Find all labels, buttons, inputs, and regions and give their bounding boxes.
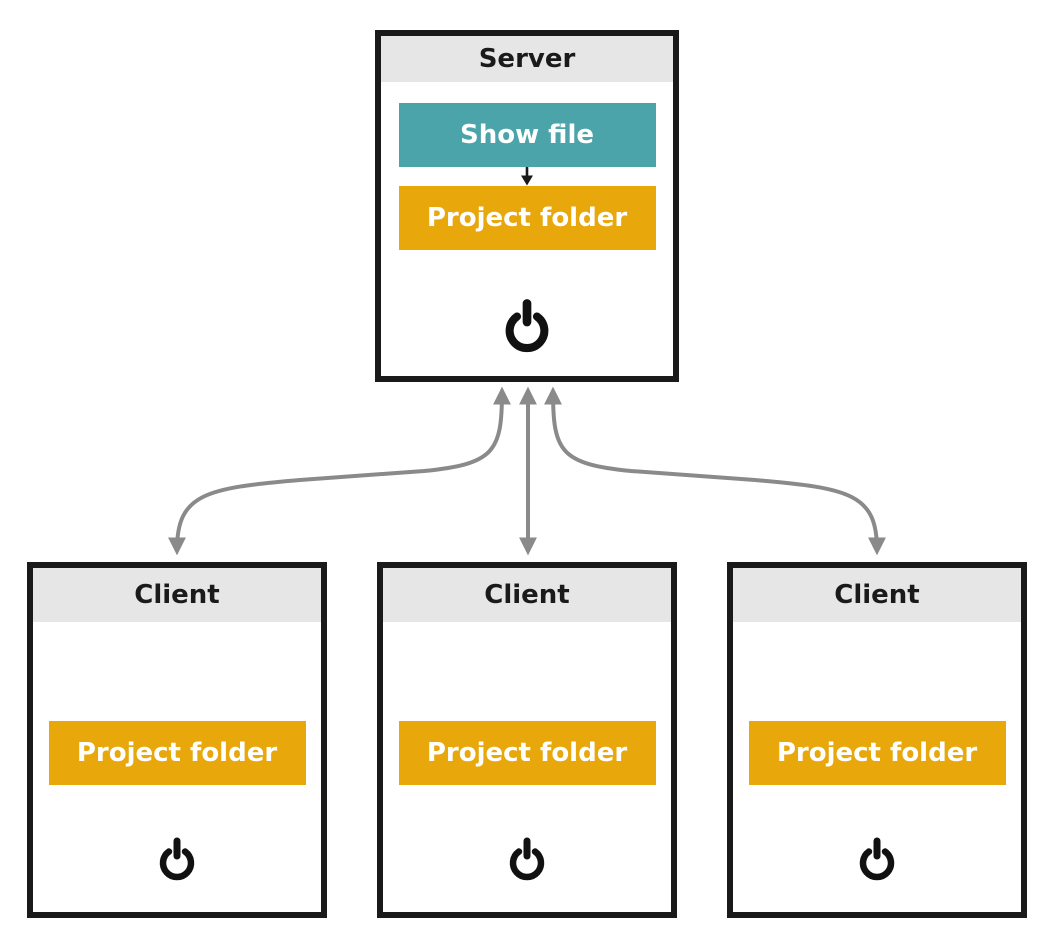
power-icon (859, 837, 895, 881)
client-1-header: Client (33, 568, 321, 622)
power-icon (509, 837, 545, 881)
client-3-title: Client (834, 580, 920, 610)
server-header: Server (381, 36, 673, 82)
client-2-project-folder-box: Project folder (398, 721, 656, 785)
server-project-folder-label: Project folder (426, 203, 628, 233)
client-1-project-folder-label: Project folder (76, 738, 278, 768)
client-node-3: Client Project folder (727, 562, 1027, 918)
power-icon (159, 837, 195, 881)
server-node: Server Show file Project folder (375, 30, 679, 382)
client-2-project-folder-label: Project folder (426, 738, 628, 768)
down-arrow-icon (521, 167, 533, 186)
client-3-power (852, 835, 902, 885)
client-node-1: Client Project folder (27, 562, 327, 918)
server-title: Server (478, 44, 576, 74)
client-1-project-folder-box: Project folder (48, 721, 306, 785)
server-project-folder-box: Project folder (398, 186, 656, 250)
client-2-power (502, 835, 552, 885)
power-icon (505, 299, 549, 353)
arrow-server-client-1 (168, 386, 511, 556)
server-power (496, 296, 558, 358)
client-1-title: Client (134, 580, 220, 610)
show-file-box: Show file (398, 103, 656, 167)
client-3-project-folder-box: Project folder (748, 721, 1006, 785)
arrow-server-client-3 (544, 386, 886, 556)
client-2-title: Client (484, 580, 570, 610)
client-3-header: Client (733, 568, 1021, 622)
client-1-power (152, 835, 202, 885)
client-node-2: Client Project folder (377, 562, 677, 918)
client-2-header: Client (383, 568, 671, 622)
show-file-label: Show file (460, 120, 594, 150)
client-3-project-folder-label: Project folder (776, 738, 978, 768)
